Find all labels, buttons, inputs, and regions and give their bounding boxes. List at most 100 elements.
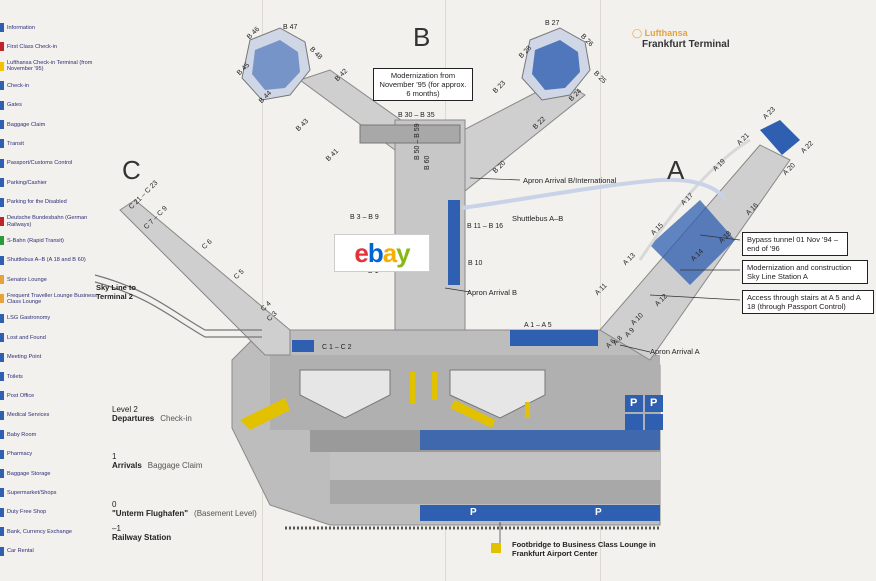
parking-label: P [650, 397, 658, 409]
legend-swatch-icon [0, 139, 4, 149]
legend-item: Bank, Currency Exchange [0, 522, 110, 541]
legend-swatch-icon [0, 23, 4, 32]
level-minus-1: –1 Railway Station [112, 524, 171, 542]
legend-swatch-icon [0, 81, 4, 91]
gate-label: B 11 – B 16 [467, 223, 504, 230]
legend-swatch-icon [0, 352, 4, 362]
legend-item: First Class Check-in [0, 37, 110, 56]
legend-item: Passport/Customs Control [0, 154, 110, 173]
legend-label: Meeting Point [7, 354, 42, 361]
legend-label: Duty Free Shop [7, 509, 47, 516]
legend-item: S-Bahn (Rapid Transit) [0, 231, 110, 250]
gate-label: B 10 [468, 260, 483, 267]
legend-item: Parking for the Disabled [0, 193, 110, 212]
legend-swatch-icon [0, 100, 4, 110]
legend-swatch-icon [0, 488, 4, 498]
gate-label: C 1 – C 2 [322, 344, 352, 351]
legend-label: Bank, Currency Exchange [7, 528, 72, 535]
level-desc: Check-in [160, 414, 192, 423]
legend-item: Information [0, 18, 110, 37]
brand-name: Lufthansa [644, 28, 688, 38]
level-num: Level 2 [112, 405, 138, 414]
parking-label: P [595, 507, 602, 518]
legend-label: Post Office [7, 393, 35, 400]
legend-item: Transit [0, 134, 110, 153]
legend-label: Gates [7, 102, 22, 109]
legend-swatch-icon [0, 61, 4, 71]
level-desc: (Basement Level) [194, 509, 257, 518]
label-apron-arrival-b: Apron Arrival B [467, 288, 518, 297]
brand-block: ◯ Lufthansa Frankfurt Terminal [632, 28, 730, 50]
legend-item: Lost and Found [0, 328, 110, 347]
pier-letter-b: B [413, 22, 431, 52]
legend-swatch-icon [0, 546, 4, 556]
level-num: –1 [112, 524, 121, 533]
gate-label: B 3 – B 9 [350, 214, 379, 221]
legend-item: Frequent Traveller Lounge Business Class… [0, 289, 110, 308]
skyline-track [94, 274, 262, 331]
legend-swatch-icon [0, 391, 4, 401]
label-shuttlebus: Shuttlebus A–B [512, 214, 564, 223]
legend-item: Duty Free Shop [0, 503, 110, 522]
legend-item: LSG Gastronomy [0, 309, 110, 328]
legend-item: Baby Room [0, 425, 110, 444]
legend-label: Information [7, 24, 35, 31]
callout-access: Access through stairs at A 5 and A 18 (t… [742, 290, 874, 314]
label-apron-arrival-a: Apron Arrival A [650, 347, 700, 356]
footbridge-marker [491, 543, 501, 553]
legend-label: Deutsche Bundesbahn (German Railways) [7, 215, 88, 228]
legend-label: Passport/Customs Control [7, 160, 73, 167]
level-name: Arrivals [112, 461, 142, 470]
legend-item: Deutsche Bundesbahn (German Railways) [0, 212, 110, 231]
legend-swatch-icon [0, 527, 4, 537]
legend-swatch-icon [0, 119, 4, 129]
legend-swatch-icon [0, 236, 4, 246]
legend-swatch-icon [0, 372, 4, 382]
legend-label: Pharmacy [7, 451, 33, 458]
level-0: 0 "Unterm Flughafen"(Basement Level) [112, 500, 257, 518]
legend-label: Toilets [7, 373, 23, 380]
legend-label: Car Rental [7, 548, 34, 555]
crane-icon: ◯ [632, 28, 643, 38]
legend-item: Baggage Storage [0, 464, 110, 483]
pier-a [510, 120, 800, 361]
legend-item: Lufthansa Check-in Terminal (from Novemb… [0, 57, 110, 76]
legend-item: Parking/Cashier [0, 173, 110, 192]
legend-label: Supermarket/Shops [7, 489, 57, 496]
legend-swatch-icon [0, 178, 4, 188]
legend-label: Check-in [7, 82, 30, 89]
gate-label: B 27 [545, 20, 560, 27]
brand-subtitle: Frankfurt Terminal [642, 39, 730, 50]
legend-swatch-icon [0, 410, 4, 420]
fold-line [600, 0, 601, 581]
legend-label: Baby Room [7, 431, 37, 438]
pier-letter-c: C [122, 155, 141, 185]
callout-bypass: Bypass tunnel 01 Nov '94 – end of '96 [742, 232, 848, 256]
gate-label: B 30 – B 35 [398, 112, 435, 119]
label-footbridge: Footbridge to Business Class Lounge in F… [512, 540, 656, 558]
callout-skyline-a: Modernization and construction Sky Line … [742, 260, 868, 284]
level-desc: Baggage Claim [147, 461, 203, 470]
level-num: 0 [112, 500, 117, 509]
gate-label: A 1 – A 5 [524, 322, 552, 329]
pier-b [241, 27, 591, 331]
parking-label: P [470, 507, 477, 518]
legend-item: Check-in [0, 76, 110, 95]
gate-label: B 47 [283, 24, 298, 31]
legend-swatch-icon [0, 275, 4, 285]
legend-label: Parking/Cashier [7, 179, 47, 186]
gate-label: B 50 – B 59 [414, 123, 421, 160]
pier-letter-a: A [667, 155, 685, 185]
legend-item: Post Office [0, 386, 110, 405]
legend-item: Toilets [0, 367, 110, 386]
legend-label: First Class Check-in [7, 43, 58, 50]
legend-swatch-icon [0, 468, 4, 478]
legend-label: S-Bahn (Rapid Transit) [7, 237, 64, 244]
legend-swatch-icon [0, 507, 4, 517]
legend-item: Medical Services [0, 406, 110, 425]
legend-item: Shuttlebus A–B (A 18 and B 60) [0, 251, 110, 270]
